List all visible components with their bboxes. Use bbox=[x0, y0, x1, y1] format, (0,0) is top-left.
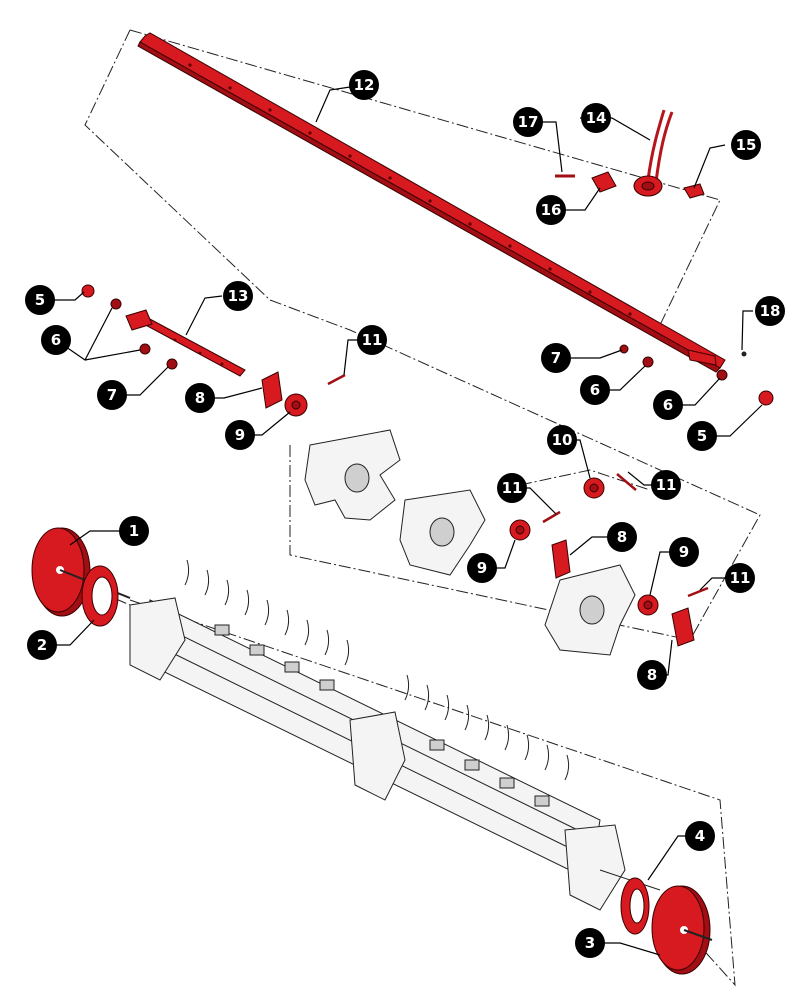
callout-15: 15 bbox=[731, 130, 761, 160]
part-12-long-bar bbox=[137, 32, 726, 373]
callout-9a: 9 bbox=[225, 420, 255, 450]
callout-17: 17 bbox=[513, 107, 543, 137]
svg-text:6: 6 bbox=[51, 331, 61, 349]
mounting-plates bbox=[304, 429, 636, 656]
callout-11b: 11 bbox=[497, 473, 527, 503]
svg-text:6: 6 bbox=[663, 396, 673, 414]
svg-text:5: 5 bbox=[697, 427, 707, 445]
callout-7b: 7 bbox=[541, 343, 571, 373]
svg-text:17: 17 bbox=[518, 113, 539, 131]
svg-text:11: 11 bbox=[730, 569, 751, 587]
spring-assembly bbox=[555, 109, 705, 199]
callout-6b: 6 bbox=[580, 375, 610, 405]
callout-2: 2 bbox=[27, 630, 57, 660]
svg-text:1: 1 bbox=[129, 522, 139, 540]
rotor-assembly bbox=[129, 559, 661, 911]
callout-16: 16 bbox=[536, 195, 566, 225]
part-13-short-bar bbox=[125, 309, 246, 377]
svg-text:3: 3 bbox=[585, 934, 595, 952]
callout-11a: 11 bbox=[357, 325, 387, 355]
callout-5a: 5 bbox=[25, 285, 55, 315]
callout-13: 13 bbox=[223, 281, 253, 311]
svg-text:15: 15 bbox=[736, 136, 757, 154]
svg-text:8: 8 bbox=[195, 389, 205, 407]
callout-18: 18 bbox=[755, 296, 785, 326]
callout-12: 12 bbox=[349, 70, 379, 100]
callout-9c: 9 bbox=[669, 537, 699, 567]
svg-text:4: 4 bbox=[695, 827, 705, 845]
part-4-ring bbox=[620, 877, 650, 935]
part-3-disc bbox=[651, 885, 713, 975]
callout-8a: 8 bbox=[185, 383, 215, 413]
svg-text:14: 14 bbox=[586, 109, 607, 127]
bearing-parts bbox=[261, 371, 709, 647]
svg-text:9: 9 bbox=[235, 426, 245, 444]
callout-11d: 11 bbox=[725, 563, 755, 593]
callout-11c: 11 bbox=[651, 470, 681, 500]
svg-text:11: 11 bbox=[502, 479, 523, 497]
callout-6a: 6 bbox=[41, 325, 71, 355]
callout-1: 1 bbox=[119, 516, 149, 546]
svg-text:13: 13 bbox=[228, 287, 249, 305]
svg-text:5: 5 bbox=[35, 291, 45, 309]
svg-text:9: 9 bbox=[477, 559, 487, 577]
part-2-ring bbox=[81, 565, 119, 627]
callout-3: 3 bbox=[575, 928, 605, 958]
svg-text:6: 6 bbox=[590, 381, 600, 399]
svg-text:10: 10 bbox=[552, 431, 573, 449]
hardware-left bbox=[81, 284, 178, 370]
svg-text:11: 11 bbox=[656, 476, 677, 494]
svg-text:9: 9 bbox=[679, 543, 689, 561]
callout-14: 14 bbox=[581, 103, 611, 133]
callout-4: 4 bbox=[685, 821, 715, 851]
svg-text:11: 11 bbox=[362, 331, 383, 349]
svg-text:16: 16 bbox=[541, 201, 562, 219]
callout-5b: 5 bbox=[687, 421, 717, 451]
svg-text:7: 7 bbox=[551, 349, 561, 367]
callout-8b: 8 bbox=[607, 522, 637, 552]
callout-badges: 12 13 14 17 15 16 18 5 6 7 8 9 11 7 6 6 … bbox=[25, 70, 785, 958]
svg-text:12: 12 bbox=[354, 76, 375, 94]
callout-6c: 6 bbox=[653, 390, 683, 420]
callout-9b: 9 bbox=[467, 553, 497, 583]
callout-8c: 8 bbox=[637, 660, 667, 690]
svg-text:8: 8 bbox=[647, 666, 657, 684]
svg-text:18: 18 bbox=[760, 302, 781, 320]
svg-text:7: 7 bbox=[107, 386, 117, 404]
callout-10: 10 bbox=[547, 425, 577, 455]
hardware-right bbox=[619, 344, 774, 406]
svg-text:8: 8 bbox=[617, 528, 627, 546]
callout-7a: 7 bbox=[97, 380, 127, 410]
svg-text:2: 2 bbox=[37, 636, 47, 654]
